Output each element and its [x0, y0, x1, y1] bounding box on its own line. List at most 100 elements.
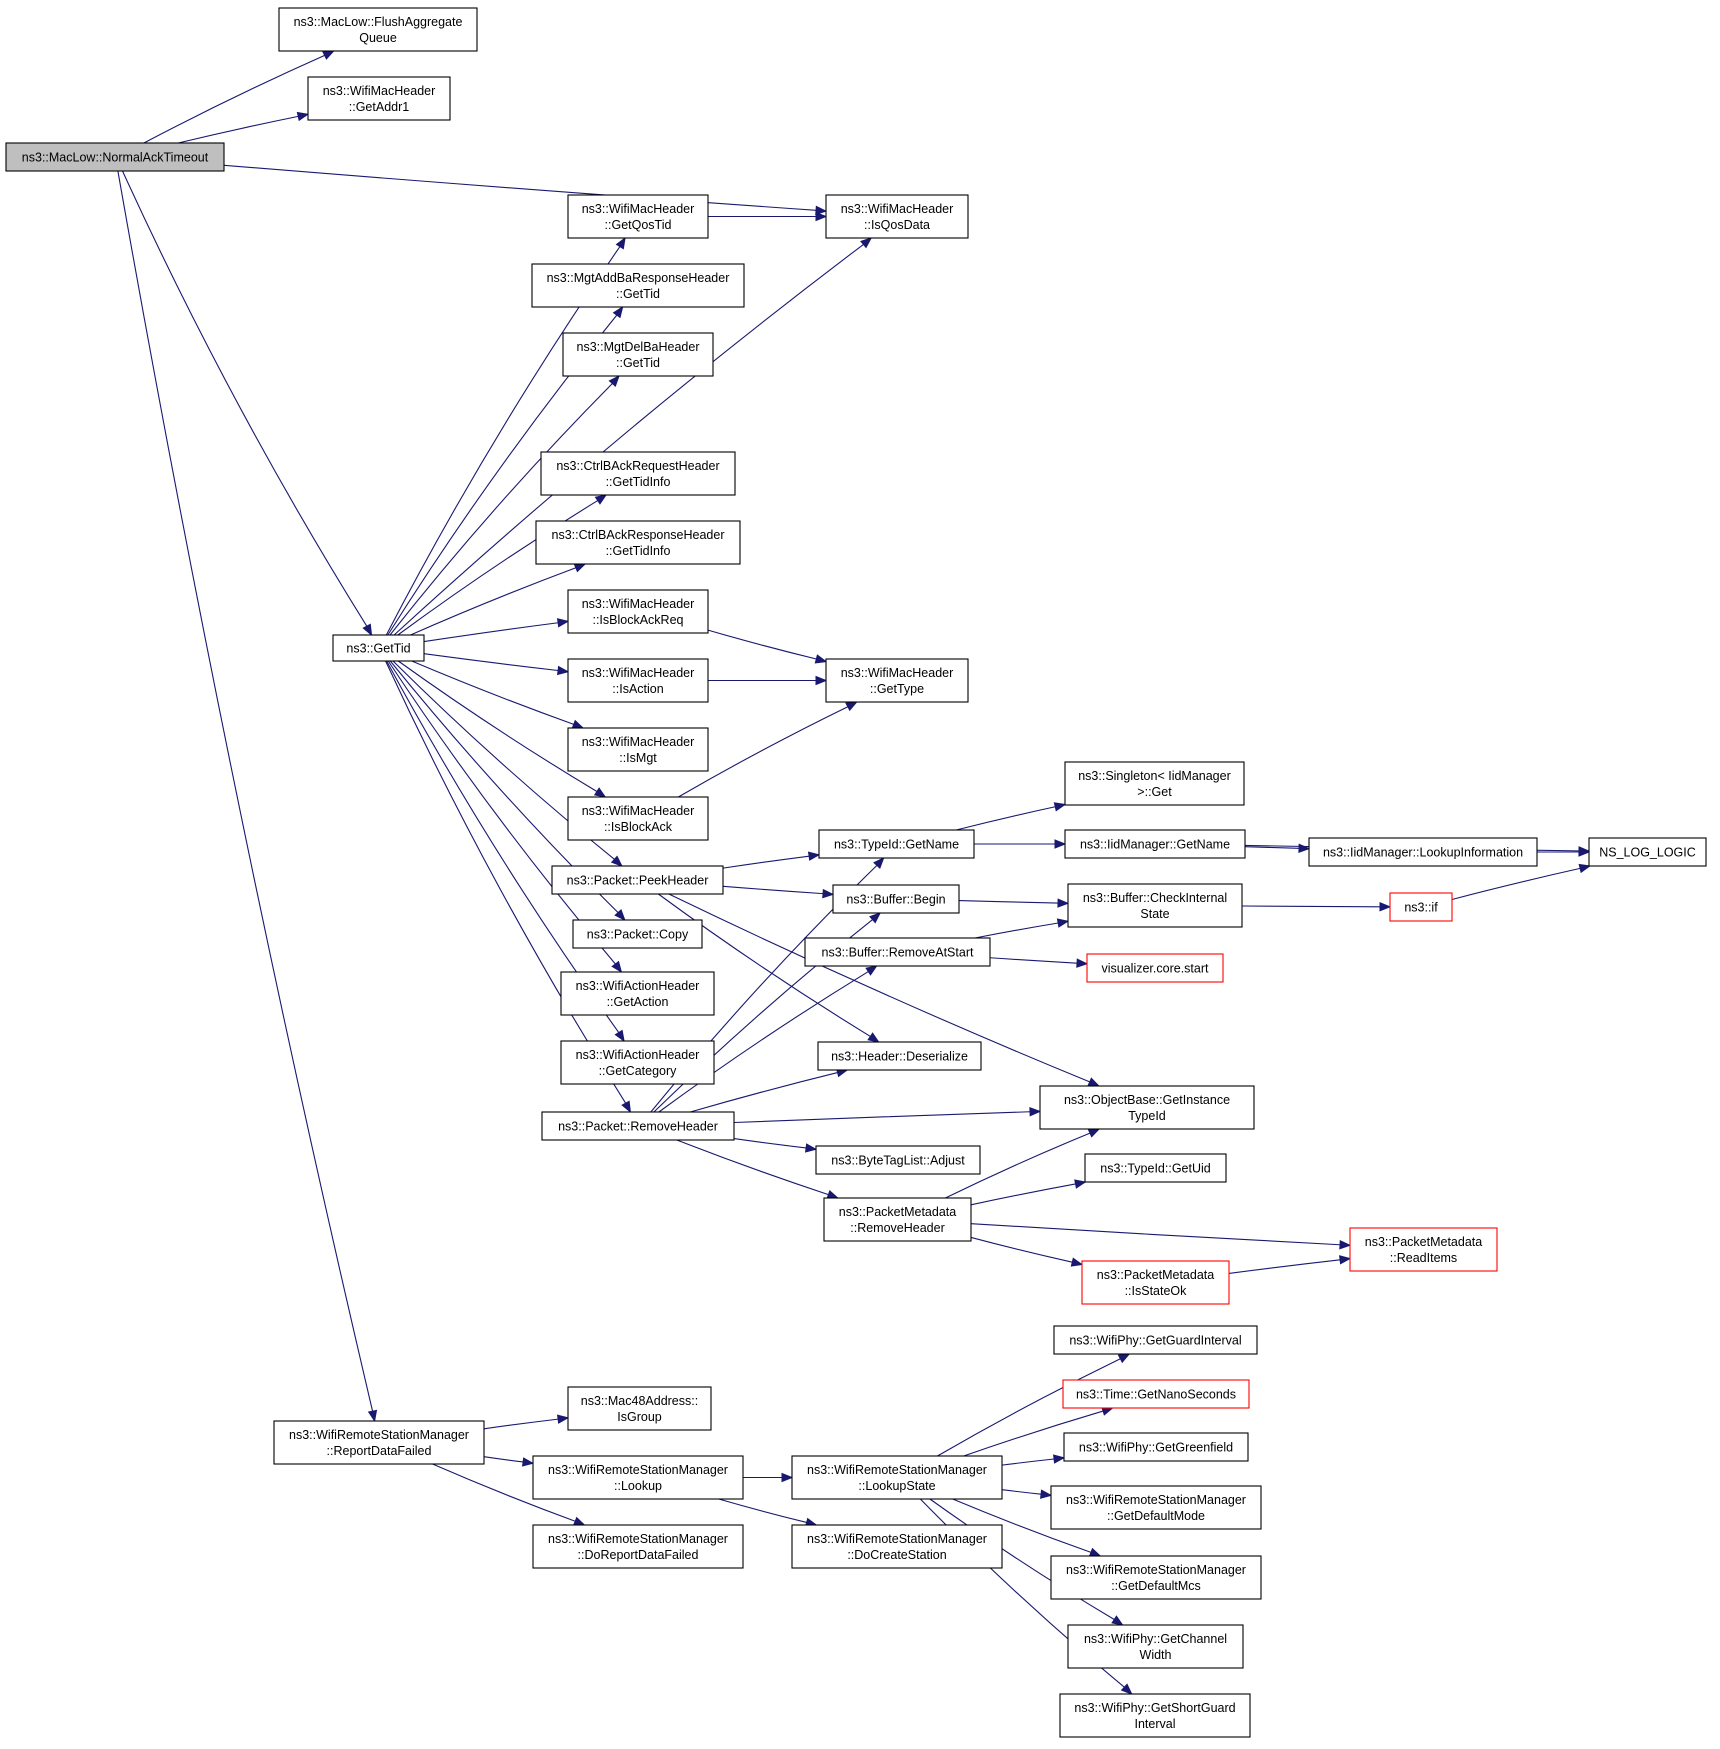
- node-readitems[interactable]: ns3::PacketMetadata::ReadItems: [1349, 1227, 1498, 1272]
- node-gettype[interactable]: ns3::WifiMacHeader::GetType: [825, 658, 969, 703]
- edge-isaction-to-gettype: [708, 675, 828, 686]
- node-isblockackreq[interactable]: ns3::WifiMacHeader::IsBlockAckReq: [567, 589, 709, 634]
- node-isblockack[interactable]: ns3::WifiMacHeader::IsBlockAck: [567, 796, 709, 841]
- node-isaction[interactable]: ns3::WifiMacHeader::IsAction: [567, 658, 709, 703]
- node-label: ns3::WifiRemoteStationManager: [548, 1463, 728, 1477]
- edge-lookupstate-to-getguardinterval: [937, 1353, 1131, 1457]
- edge-getqostid-to-isqosdata: [707, 211, 828, 222]
- node-box: [531, 263, 745, 308]
- node-getdefaultmode[interactable]: ns3::WifiRemoteStationManager::GetDefaul…: [1050, 1485, 1262, 1530]
- edge-line: [722, 885, 824, 895]
- node-normalacktimeout[interactable]: ns3::MacLow::NormalAckTimeout: [5, 142, 225, 172]
- arrowhead-icon: [621, 1100, 632, 1114]
- node-getguardinterval[interactable]: ns3::WifiPhy::GetGuardInterval: [1053, 1325, 1258, 1355]
- arrowhead-icon: [1087, 1077, 1101, 1087]
- node-box: [273, 1420, 485, 1465]
- edge-line: [970, 1236, 1073, 1263]
- node-label: ns3::WifiPhy::GetChannel: [1084, 1632, 1227, 1646]
- edge-line: [178, 115, 299, 144]
- node-singleton-get[interactable]: ns3::Singleton< IidManager>::Get: [1064, 761, 1245, 806]
- node-lookupinformation[interactable]: ns3::IidManager::LookupInformation: [1308, 837, 1538, 867]
- node-ctrlbackrequest-gettidinfo[interactable]: ns3::CtrlBAckRequestHeader::GetTidInfo: [540, 451, 736, 496]
- edge-lookupstate-to-getchannelwidth: [929, 1498, 1124, 1626]
- node-box: [832, 884, 960, 914]
- node-label: ns3::PacketMetadata: [1365, 1235, 1482, 1249]
- node-ctrlbackresponse-gettidinfo[interactable]: ns3::CtrlBAckResponseHeader::GetTidInfo: [535, 520, 741, 565]
- node-box: [1064, 829, 1246, 859]
- node-peekheader[interactable]: ns3::Packet::PeekHeader: [551, 865, 724, 895]
- node-packet-removeheader[interactable]: ns3::Packet::RemoveHeader: [541, 1111, 735, 1141]
- node-box: [825, 658, 969, 703]
- node-label: ::GetCategory: [599, 1064, 678, 1078]
- edges-layer: [117, 50, 1592, 1695]
- node-buffer-begin[interactable]: ns3::Buffer::Begin: [832, 884, 960, 914]
- arrowhead-icon: [1074, 1179, 1087, 1189]
- node-label: ns3::Buffer::Begin: [846, 893, 945, 907]
- edge-line: [678, 706, 849, 798]
- node-box: [818, 829, 975, 859]
- edge-lookupstate-to-getgreenfield: [1001, 1454, 1066, 1466]
- node-isstateok[interactable]: ns3::PacketMetadata::IsStateOk: [1081, 1260, 1230, 1305]
- node-packetmetadata-removeheader[interactable]: ns3::PacketMetadata::RemoveHeader: [823, 1197, 972, 1242]
- node-getgreenfield[interactable]: ns3::WifiPhy::GetGreenfield: [1063, 1432, 1249, 1462]
- node-getcategory[interactable]: ns3::WifiActionHeader::GetCategory: [560, 1040, 715, 1085]
- node-reportdatafailed[interactable]: ns3::WifiRemoteStationManager::ReportDat…: [273, 1420, 485, 1465]
- edge-packetmetadata-removeheader-to-readitems: [970, 1223, 1352, 1250]
- node-getaction[interactable]: ns3::WifiActionHeader::GetAction: [560, 971, 715, 1016]
- node-mgtdelba-gettid[interactable]: ns3::MgtDelBaHeader::GetTid: [562, 332, 714, 377]
- node-getnanoseconds[interactable]: ns3::Time::GetNanoSeconds: [1062, 1379, 1250, 1409]
- node-lookupstate[interactable]: ns3::WifiRemoteStationManager::LookupSta…: [791, 1455, 1003, 1500]
- node-box: [532, 1455, 744, 1500]
- node-doreportdatafailed[interactable]: ns3::WifiRemoteStationManager::DoReportD…: [532, 1524, 744, 1569]
- arrowhead-icon: [1053, 802, 1067, 812]
- node-ismgt[interactable]: ns3::WifiMacHeader::IsMgt: [567, 727, 709, 772]
- node-label: ns3::WifiPhy::GetGuardInterval: [1069, 1334, 1241, 1348]
- node-label: ns3::Packet::Copy: [587, 928, 689, 942]
- node-getdefaultmcs[interactable]: ns3::WifiRemoteStationManager::GetDefaul…: [1050, 1555, 1262, 1600]
- node-box: [567, 194, 709, 239]
- node-label: ::GetTidInfo: [606, 475, 671, 489]
- node-box: [1588, 837, 1707, 867]
- node-box: [5, 142, 225, 172]
- node-visualizer-start[interactable]: visualizer.core.start: [1086, 953, 1224, 983]
- node-label: visualizer.core.start: [1102, 962, 1210, 976]
- node-header-deserialize[interactable]: ns3::Header::Deserialize: [817, 1041, 982, 1071]
- node-box: [1053, 1325, 1258, 1355]
- node-label: ns3::MacLow::NormalAckTimeout: [22, 151, 209, 165]
- node-isqosdata[interactable]: ns3::WifiMacHeader::IsQosData: [825, 194, 969, 239]
- edge-normalacktimeout-to-isqosdata: [223, 164, 828, 216]
- node-box: [560, 971, 715, 1016]
- arrowhead-icon: [1057, 898, 1070, 908]
- node-ns3-if[interactable]: ns3::if: [1389, 892, 1453, 922]
- node-typeid-getname[interactable]: ns3::TypeId::GetName: [818, 829, 975, 859]
- edge-peekheader-to-buffer-begin: [722, 885, 835, 899]
- arrowhead-icon: [815, 675, 828, 686]
- edge-line: [722, 855, 810, 869]
- node-wrsm-lookup[interactable]: ns3::WifiRemoteStationManager::Lookup: [532, 1455, 744, 1500]
- node-box: [791, 1524, 1003, 1569]
- edge-line: [117, 170, 374, 1412]
- node-label: ns3::WifiMacHeader: [323, 84, 436, 98]
- node-getqostid[interactable]: ns3::WifiMacHeader::GetQosTid: [567, 194, 709, 239]
- node-ns-log-logic[interactable]: NS_LOG_LOGIC: [1588, 837, 1707, 867]
- node-bytetaglist-adjust[interactable]: ns3::ByteTagList::Adjust: [815, 1145, 981, 1175]
- node-getaddr1[interactable]: ns3::WifiMacHeader::GetAddr1: [307, 76, 451, 121]
- node-iidmanager-getname[interactable]: ns3::IidManager::GetName: [1064, 829, 1246, 859]
- node-typeid-getuid[interactable]: ns3::TypeId::GetUid: [1084, 1153, 1227, 1183]
- arrowhead-icon: [1087, 1128, 1101, 1138]
- edge-line: [1451, 867, 1581, 901]
- node-removeatstart[interactable]: ns3::Buffer::RemoveAtStart: [804, 937, 991, 967]
- arrowhead-icon: [367, 1409, 378, 1423]
- node-box: [567, 796, 709, 841]
- node-docreatestation[interactable]: ns3::WifiRemoteStationManager::DoCreateS…: [791, 1524, 1003, 1569]
- node-label: ::ReadItems: [1390, 1251, 1457, 1265]
- node-mgtaddbaresponse-gettid[interactable]: ns3::MgtAddBaResponseHeader::GetTid: [531, 263, 745, 308]
- node-gettid[interactable]: ns3::GetTid: [332, 634, 425, 662]
- node-mac48-isgroup[interactable]: ns3::Mac48Address::IsGroup: [567, 1386, 712, 1431]
- node-packet-copy[interactable]: ns3::Packet::Copy: [572, 919, 703, 949]
